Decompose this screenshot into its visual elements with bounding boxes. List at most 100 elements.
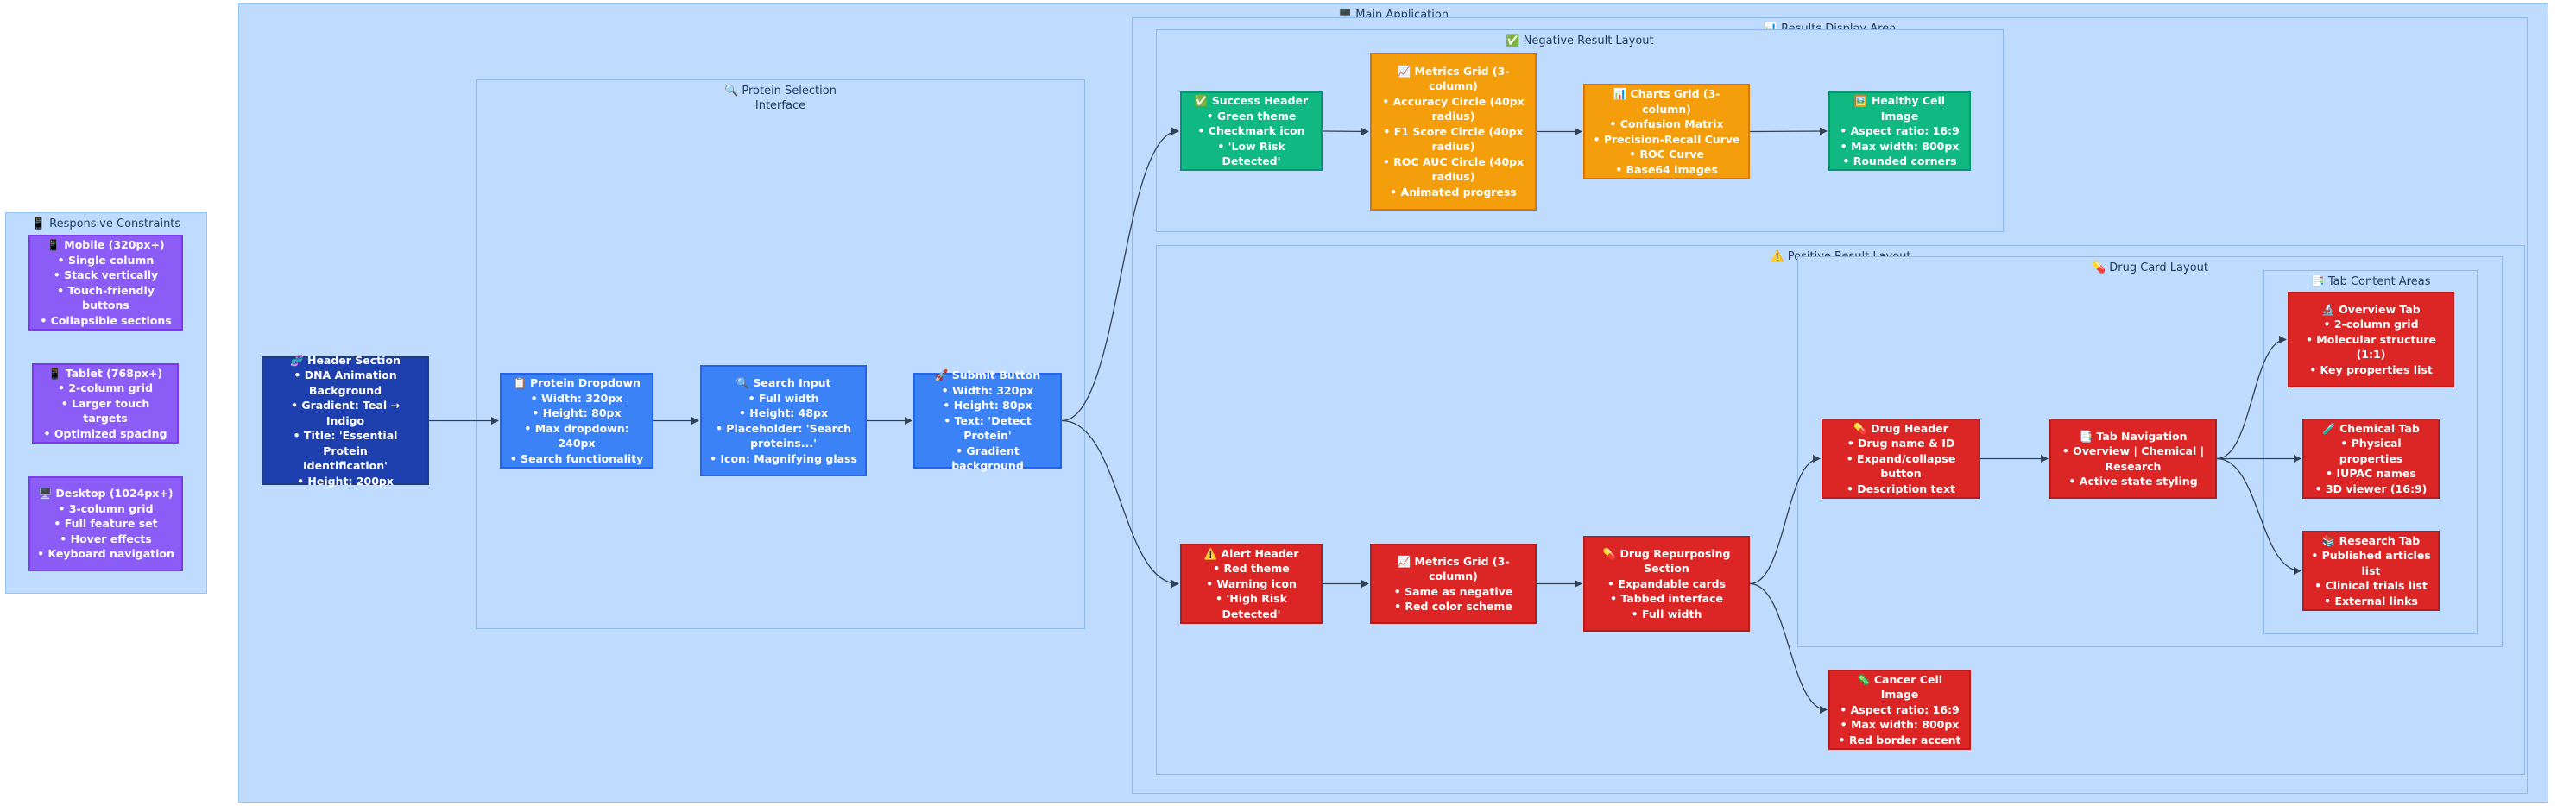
node-line: • Tabbed interface [1610,592,1723,606]
cluster-title: 📑 Tab Content Areas [2310,275,2431,288]
node-line: • Single column [57,253,155,267]
node-title: 🧪 Chemical Tab [2322,421,2420,435]
node-line: • Full width [1631,607,1702,620]
node-line: • Key properties list [2309,362,2433,376]
edge-tab_nav-to-overview [2216,335,2287,460]
node-title: 🖼️ Healthy Cell Image [1853,94,1946,123]
cluster-title-line: 🔍 Protein Selection [724,85,837,98]
node-line: • Aspect ratio: 16:9 [1840,124,1960,138]
node-title: 📱 Tablet (768px+) [47,366,163,380]
node-line: column) [1429,79,1478,93]
node-line: • Overview | Chemical | [2061,444,2205,457]
cluster-title: 🔍 Protein Selection Interface [477,84,1084,113]
node-metrics-grid-negative[interactable]: 📈 Metrics Grid (3-column)• Accuracy Circ… [1370,53,1537,211]
node-line: • Keyboard navigation [37,547,174,561]
node-line: • Height: 80px [532,406,622,419]
node-line: • 'Low Risk Detected' [1217,139,1285,168]
node-line: • Gradient: Teal → Indigo [290,399,401,427]
node-line: • Active state styling [2068,475,2198,488]
node-tab-navigation[interactable]: 📑 Tab Navigation• Overview | Chemical | R… [2049,419,2217,499]
node-title: 🦠 Cancer Cell Image [1856,672,1943,702]
node-line: • Physical properties [2339,437,2403,465]
node-line: Background [308,383,382,397]
node-line: • Max width: 800px [1840,718,1960,732]
node-overview-tab[interactable]: 🔬 Overview Tab• 2-column grid• Molecular… [2288,292,2454,387]
edge-repurposing-to-cancer [1749,582,1828,715]
node-title: 📊 Charts Grid (3-column) [1613,87,1720,116]
node-title: 📋 Protein Dropdown [513,376,641,389]
node-line: • Confusion Matrix [1609,117,1724,130]
node-line: • Red border accent [1838,733,1961,746]
node-line: • Touch-friendly buttons [57,283,155,312]
node-line: • Height: 48px [738,406,829,419]
node-line: • Search functionality [509,451,644,465]
cluster-title: 📱 Responsive Constraints [31,217,181,230]
node-line: • Height: 80px [943,399,1032,412]
cluster-title: 💊 Drug Card Layout [2091,261,2209,274]
node-line: • Drug name & ID [1847,437,1955,450]
node-alert-header[interactable]: ⚠️ Alert Header • Red theme• Warning icon… [1180,544,1323,624]
node-line: • Stack vertically [53,268,159,281]
node-healthy-cell-image[interactable]: 🖼️ Healthy Cell Image• Aspect ratio: 16:… [1828,91,1971,171]
cluster-title-line: Interface [754,99,806,112]
node-line: radius) [1431,170,1475,184]
node-metrics-grid-positive[interactable]: 📈 Metrics Grid (3-column)• Same as negat… [1370,544,1537,624]
node-line: • External links [2324,594,2418,608]
node-line: • Full width [748,391,819,405]
node-line: • Collapsible sections [40,313,172,327]
node-line: • Icon: Magnifying glass [710,451,857,465]
node-line: • Text: 'Detect Protein' [944,413,1032,443]
node-title: 📈 Metrics Grid (3- [1397,64,1510,78]
node-line: • ROC AUC Circle (40px [1382,154,1525,168]
node-line: • Green theme [1206,109,1297,123]
node-line: • IUPAC names [2326,467,2416,481]
node-title: 📱 Mobile (320px+) [47,238,165,251]
node-success-header[interactable]: ✅ Success Header• Green theme• Checkmark… [1180,91,1323,171]
node-charts-grid[interactable]: 📊 Charts Grid (3-column)• Confusion Matr… [1583,84,1750,179]
node-line: • Rounded corners [1842,154,1957,168]
node-line: • Checkmark icon [1197,124,1305,138]
node-line: • Title: 'Essential Protein [293,429,398,457]
node-line: • 'High Risk Detected' [1215,592,1287,620]
node-line: • Published articles list [2311,549,2431,577]
node-protein-dropdown[interactable]: 📋 Protein Dropdown• Width: 320px• Height… [500,373,653,469]
node-line: • Max dropdown: 240px [524,421,629,450]
node-title: 🖥️ Desktop (1024px+) [38,487,174,501]
cluster-title: ✅ Negative Result Layout [1506,35,1654,47]
node-line: Identification' [303,459,388,473]
node-submit-button[interactable]: 🚀 Submit Button• Width: 320px• Height: 8… [913,368,1062,472]
node-line: • 2-column grid [57,381,154,395]
node-search-input[interactable]: 🔍 Search Input• Full width• Height: 48px… [700,365,867,476]
node-line: • Warning icon [1206,576,1297,590]
node-title: ⚠️ Alert Header [1203,546,1299,560]
edge-submit-to-success [1061,127,1179,422]
node-title: 📈 Metrics Grid (3- [1397,554,1510,568]
node-line: • Red color scheme [1394,600,1512,613]
node-line: • Hover effects [60,532,152,545]
node-line: Research [2105,459,2162,473]
node-tablet[interactable]: 📱 Tablet (768px+)• 2-column grid• Larger… [32,363,179,444]
node-line: • 2-column grid [2323,318,2419,331]
node-line: • Animated progress [1390,185,1517,198]
node-title: 🧬 Header Section [290,353,401,367]
node-mobile[interactable]: 📱 Mobile (320px+) • Single column• Stack … [28,235,183,331]
node-drug-header[interactable]: 💊 Drug Header• Drug name & ID• Expand/co… [1822,419,1980,499]
node-line: radius) [1431,140,1475,154]
edge-success-to-metrics_neg [1322,127,1369,136]
node-line: • F1 Score Circle (40px [1383,124,1524,138]
node-line: • Clinical trials list [2314,579,2428,593]
node-chemical-tab[interactable]: 🧪 Chemical Tab • Physical properties • IUP… [2302,419,2440,499]
node-cancer-cell-image[interactable]: 🦠 Cancer Cell Image• Aspect ratio: 16:9•… [1828,670,1971,750]
node-line: • Gradient background [951,444,1024,473]
node-line: • Red theme [1213,562,1290,576]
node-desktop[interactable]: 🖥️ Desktop (1024px+)• 3-column grid• Ful… [28,476,183,571]
node-line: • Description text [1846,482,1956,495]
node-research-tab[interactable]: 📚 Research Tab• Published articles list•… [2302,531,2440,611]
node-title: 🔬 Overview Tab [2321,302,2421,316]
node-line: • Base64 images [1615,162,1718,176]
node-title: ✅ Success Header [1194,94,1309,108]
node-title: 📑 Tab Navigation [2079,429,2188,443]
